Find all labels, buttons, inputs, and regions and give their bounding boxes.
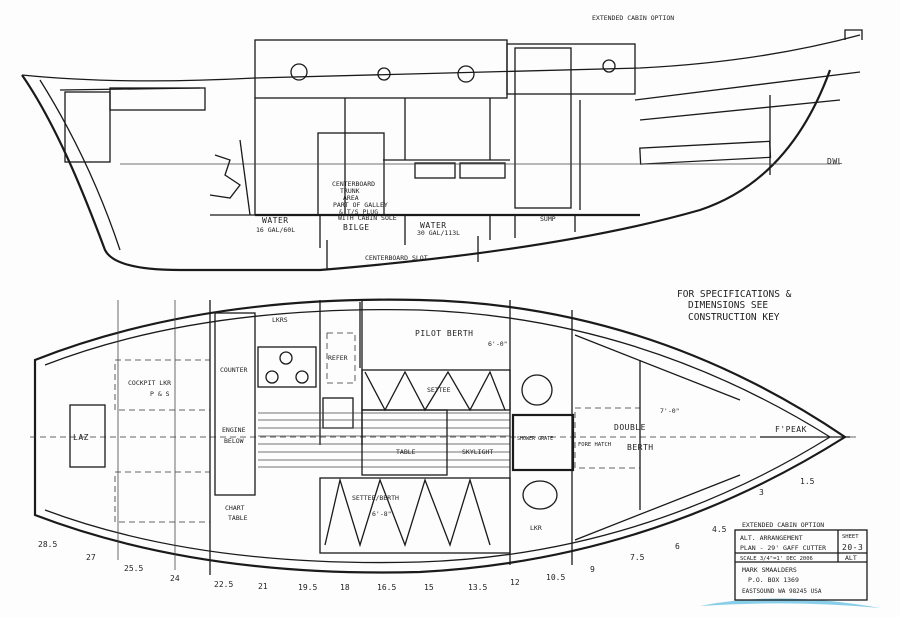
hull-profile bbox=[21, 69, 832, 272]
lazarette-label: LAZ bbox=[73, 433, 89, 442]
stove bbox=[257, 346, 317, 388]
station-label: 28.5 bbox=[38, 540, 57, 549]
porthole bbox=[457, 65, 475, 83]
counter-label: COUNTER bbox=[220, 366, 247, 374]
chart-label: CHART bbox=[225, 504, 245, 512]
table-label: TABLE bbox=[396, 448, 416, 456]
extended-cabin-callout: EXTENDED CABIN OPTION bbox=[592, 14, 674, 22]
specs-note: CONSTRUCTION KEY bbox=[688, 312, 780, 323]
title-block bbox=[734, 529, 868, 601]
settee-berth-label: SETTEE/BERTH bbox=[352, 494, 399, 502]
station-label: 9 bbox=[590, 565, 595, 574]
dwl-label: DWL bbox=[827, 157, 843, 166]
station-label: 7.5 bbox=[630, 553, 645, 562]
station-label: 10.5 bbox=[546, 573, 565, 582]
water-fwd-capacity: 30 GAL/113L bbox=[417, 229, 460, 237]
station-label: 27 bbox=[86, 553, 96, 562]
cabin-sole-note: WITH CABIN SOLE bbox=[338, 214, 397, 222]
sump-label: SUMP bbox=[540, 215, 556, 223]
pilot-berth-length: 6'-0" bbox=[488, 340, 508, 348]
sheet-label: SHEET bbox=[842, 534, 859, 540]
sheet-number: 20-3 bbox=[842, 543, 863, 552]
title-line2: PLAN - 29' GAFF CUTTER bbox=[740, 544, 826, 552]
station-label: 22.5 bbox=[214, 580, 233, 589]
station-label: 1.5 bbox=[800, 477, 815, 486]
locker-label: LKR bbox=[530, 524, 542, 532]
water-fwd-label: WATER bbox=[420, 221, 447, 230]
double-label: DOUBLE bbox=[614, 423, 646, 432]
designer-address2: EASTSOUND WA 98245 USA bbox=[742, 588, 822, 595]
station-label: 19.5 bbox=[298, 583, 317, 592]
centerboard-note: & T/S PLUG bbox=[339, 208, 378, 216]
porthole bbox=[602, 59, 616, 73]
centerboard-note: PART OF GALLEY bbox=[333, 201, 388, 209]
station-label: 25.5 bbox=[124, 564, 143, 573]
settee-label: SETTEE bbox=[427, 386, 451, 394]
water-aft-label: WATER bbox=[262, 216, 289, 225]
station-label: 3 bbox=[759, 488, 764, 497]
station-label: 24 bbox=[170, 574, 180, 583]
berth-label: BERTH bbox=[627, 443, 654, 452]
station-label: 6 bbox=[675, 542, 680, 551]
designer-name: MARK SMAALDERS bbox=[742, 566, 797, 574]
bilge-label: BILGE bbox=[343, 223, 370, 232]
plan-view bbox=[30, 298, 860, 575]
specs-note: DIMENSIONS SEE bbox=[688, 300, 768, 311]
station-label: 13.5 bbox=[468, 583, 487, 592]
title-scale: SCALE 3/4"=1' DEC 2006 bbox=[740, 556, 813, 562]
forepeak-label: F'PEAK bbox=[775, 425, 807, 434]
refer-label: REFER bbox=[328, 354, 348, 362]
centerboard-note: CENTERBOARD bbox=[332, 180, 375, 188]
table bbox=[361, 409, 448, 476]
porthole bbox=[290, 63, 308, 81]
specs-note: FOR SPECIFICATIONS & bbox=[677, 289, 792, 300]
engine-below-label: BELOW bbox=[224, 437, 244, 445]
station-label: 15 bbox=[424, 583, 434, 592]
porthole bbox=[377, 67, 391, 81]
sheet-alt: ALT bbox=[845, 554, 857, 562]
sheer-line bbox=[21, 34, 861, 82]
station-label: 4.5 bbox=[712, 525, 727, 534]
pilot-berth-label: PILOT BERTH bbox=[415, 329, 473, 338]
chart-table-label: TABLE bbox=[228, 514, 248, 522]
centerboard-note: AREA bbox=[343, 194, 359, 202]
skylight-label: SKYLIGHT bbox=[462, 448, 493, 456]
toilet bbox=[521, 374, 553, 406]
centerboard-slot-label: CENTERBOARD SLOT bbox=[365, 254, 428, 262]
double-berth-length: 7'-0" bbox=[660, 407, 680, 415]
engine-label: ENGINE bbox=[222, 426, 246, 434]
station-label: 12 bbox=[510, 578, 520, 587]
centerboard-note: TRUNK bbox=[340, 187, 360, 195]
cockpit-locker-sides: P & S bbox=[150, 390, 170, 398]
settee-berth-length: 6'-8" bbox=[372, 510, 392, 518]
designer-address1: P.O. BOX 1369 bbox=[748, 576, 799, 584]
shower bbox=[511, 413, 575, 472]
station-numbers: 28.5 27 25.5 24 22.5 21 19.5 18 16.5 15 … bbox=[38, 477, 815, 592]
title-option: EXTENDED CABIN OPTION bbox=[742, 521, 824, 529]
watermark-swoosh bbox=[700, 598, 880, 608]
lockers-label: LKRS bbox=[272, 316, 288, 324]
fore-hatch-label: FORE HATCH bbox=[578, 442, 611, 448]
station-label: 16.5 bbox=[377, 583, 396, 592]
station-label: 21 bbox=[258, 582, 268, 591]
profile-view bbox=[21, 29, 863, 272]
cockpit-locker-label: COCKPIT LKR bbox=[128, 379, 171, 387]
title-line1: ALT. ARRANGEMENT bbox=[740, 534, 803, 542]
shower-grate-label: SHOWER GRATE bbox=[517, 436, 553, 442]
water-aft-capacity: 16 GAL/60L bbox=[256, 226, 295, 234]
station-label: 18 bbox=[340, 583, 350, 592]
